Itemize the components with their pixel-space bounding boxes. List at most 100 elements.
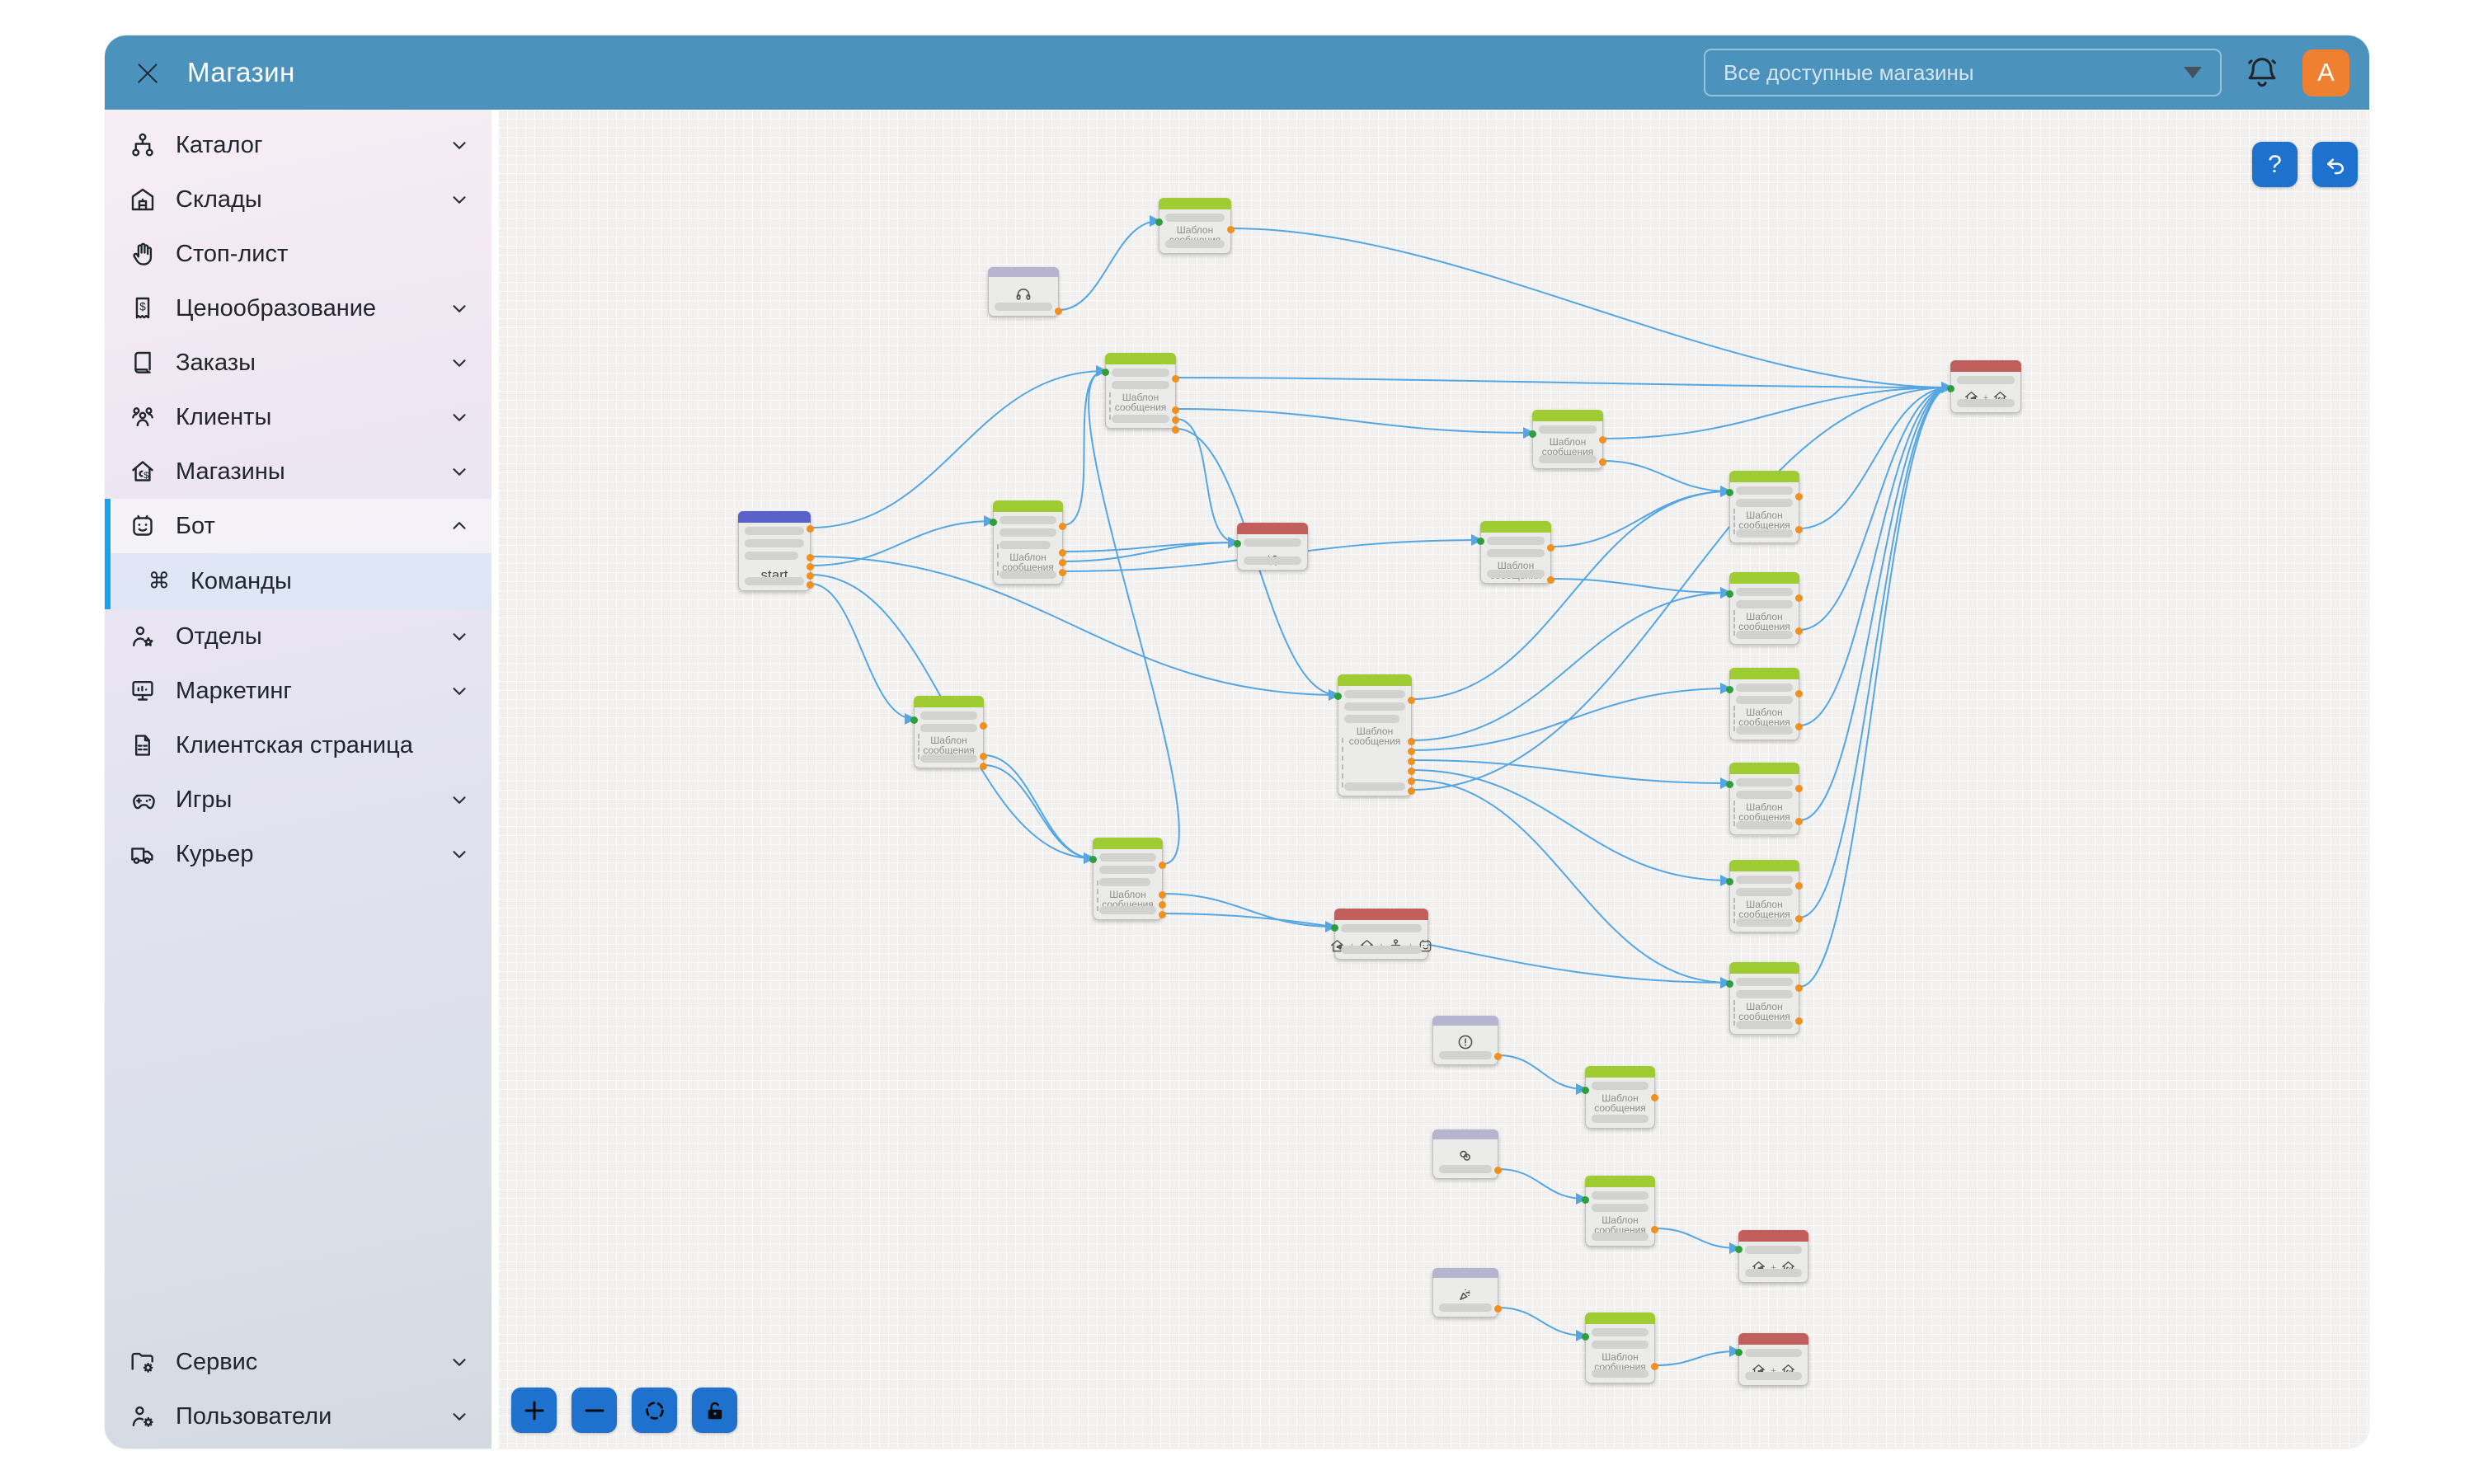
flow-node-c2[interactable]: Шаблон сообщения: [990, 500, 1066, 585]
sidebar-item-users[interactable]: Пользователи: [105, 1389, 492, 1444]
zoom-in-button[interactable]: [511, 1388, 557, 1433]
input-port[interactable]: [1947, 384, 1954, 392]
flow-node-left[interactable]: Шаблон сообщения: [910, 696, 987, 770]
flow-node-c1[interactable]: Шаблон сообщения: [1102, 353, 1179, 434]
sidebar-item-clients[interactable]: Клиенты: [105, 390, 492, 444]
output-port[interactable]: [1795, 627, 1803, 635]
sidebar-item-shops[interactable]: $Магазины: [105, 444, 492, 499]
input-port[interactable]: [1529, 430, 1536, 438]
output-port[interactable]: [1172, 374, 1179, 383]
output-port[interactable]: [1795, 784, 1803, 792]
flow-node-link[interactable]: [1234, 523, 1308, 571]
flow-node-redb1[interactable]: +$: [1735, 1230, 1808, 1283]
input-port[interactable]: [1726, 589, 1733, 598]
lock-button[interactable]: [692, 1388, 737, 1433]
output-port[interactable]: [1172, 425, 1179, 434]
output-port[interactable]: [1408, 737, 1415, 745]
output-port[interactable]: [1172, 406, 1179, 414]
output-port[interactable]: [1651, 1362, 1658, 1370]
output-port[interactable]: [980, 762, 987, 770]
input-port[interactable]: [1735, 1348, 1743, 1356]
input-port[interactable]: [1735, 1245, 1743, 1253]
sidebar-item-pricing[interactable]: $Ценообразование: [105, 281, 492, 336]
output-port[interactable]: [980, 721, 987, 730]
flow-node-start[interactable]: start: [738, 511, 814, 591]
flow-node-hp[interactable]: [988, 267, 1062, 317]
output-port[interactable]: [1159, 861, 1166, 869]
input-port[interactable]: [1582, 1195, 1589, 1204]
sidebar-item-clientpage[interactable]: Клиентская страница: [105, 718, 492, 773]
help-button[interactable]: ?: [2252, 142, 2298, 187]
sidebar-item-departments[interactable]: Отделы: [105, 609, 492, 664]
avatar[interactable]: A: [2302, 49, 2349, 96]
flow-node-b2[interactable]: Шаблон сообщения: [1582, 1176, 1658, 1247]
output-port[interactable]: [1795, 1017, 1803, 1025]
output-port[interactable]: [1547, 543, 1554, 552]
output-port[interactable]: [1795, 881, 1803, 890]
input-port[interactable]: [1334, 692, 1342, 700]
output-port[interactable]: [1795, 492, 1803, 500]
fit-view-button[interactable]: [632, 1388, 677, 1433]
output-port[interactable]: [1494, 1052, 1502, 1060]
sidebar-item-games[interactable]: Игры: [105, 773, 492, 827]
output-port[interactable]: [1408, 747, 1415, 755]
flow-node-b1[interactable]: Шаблон сообщения: [1582, 1066, 1658, 1129]
flow-node-big[interactable]: Шаблон сообщения: [1334, 674, 1415, 796]
input-port[interactable]: [1726, 488, 1733, 496]
flow-node-redb2[interactable]: +$: [1735, 1333, 1808, 1386]
undo-button[interactable]: [2312, 142, 2358, 187]
output-port[interactable]: [1494, 1166, 1502, 1174]
flow-node-b3[interactable]: Шаблон сообщения: [1582, 1313, 1658, 1383]
input-port[interactable]: [1155, 218, 1163, 226]
close-icon[interactable]: [133, 58, 162, 87]
output-port[interactable]: [1059, 568, 1066, 576]
output-port[interactable]: [807, 580, 814, 589]
flow-node-midu[interactable]: Шаблон сообщения: [1529, 410, 1606, 469]
flow-node-midl[interactable]: Шаблон сообщения: [1477, 521, 1554, 584]
sidebar-item-marketing[interactable]: Маркетинг: [105, 664, 492, 718]
flow-node-alert[interactable]: [1432, 1016, 1502, 1065]
input-port[interactable]: [1102, 368, 1109, 376]
bell-icon[interactable]: [2243, 54, 2281, 92]
output-port[interactable]: [1172, 416, 1179, 424]
output-port[interactable]: [1059, 522, 1066, 530]
output-port[interactable]: [1227, 225, 1235, 233]
flow-node-top[interactable]: Шаблон сообщения: [1155, 198, 1235, 254]
output-port[interactable]: [1408, 777, 1415, 785]
output-port[interactable]: [1408, 757, 1415, 765]
input-port[interactable]: [1726, 979, 1733, 988]
flow-node-coins[interactable]: [1432, 1129, 1502, 1179]
flow-node-redtop[interactable]: +$: [1947, 360, 2021, 413]
output-port[interactable]: [807, 571, 814, 580]
sidebar-item-orders[interactable]: Заказы: [105, 336, 492, 390]
output-port[interactable]: [1795, 914, 1803, 923]
input-port[interactable]: [1726, 685, 1733, 693]
flow-node-r6[interactable]: Шаблон сообщения: [1726, 962, 1803, 1035]
output-port[interactable]: [1055, 307, 1062, 315]
output-port[interactable]: [1159, 910, 1166, 918]
output-port[interactable]: [1408, 787, 1415, 795]
flow-node-r2[interactable]: Шаблон сообщения: [1726, 572, 1803, 645]
output-port[interactable]: [1795, 594, 1803, 602]
input-port[interactable]: [990, 518, 997, 526]
input-port[interactable]: [1477, 537, 1484, 545]
sidebar-item-stocks[interactable]: Склады: [105, 172, 492, 227]
store-filter-dropdown[interactable]: Все доступные магазины: [1704, 49, 2222, 96]
flow-node-red4[interactable]: +$++: [1331, 909, 1431, 960]
zoom-out-button[interactable]: [571, 1388, 617, 1433]
output-port[interactable]: [1159, 900, 1166, 909]
output-port[interactable]: [1795, 817, 1803, 825]
output-port[interactable]: [1651, 1093, 1658, 1101]
flow-node-party[interactable]: [1432, 1268, 1502, 1317]
input-port[interactable]: [1726, 780, 1733, 788]
output-port[interactable]: [1408, 767, 1415, 775]
output-port[interactable]: [807, 562, 814, 571]
output-port[interactable]: [1494, 1304, 1502, 1313]
output-port[interactable]: [980, 752, 987, 760]
output-port[interactable]: [1795, 525, 1803, 533]
output-port[interactable]: [1059, 548, 1066, 556]
input-port[interactable]: [1582, 1086, 1589, 1094]
output-port[interactable]: [1795, 984, 1803, 992]
output-port[interactable]: [1651, 1225, 1658, 1233]
flow-node-c3[interactable]: Шаблон сообщения: [1089, 838, 1166, 920]
